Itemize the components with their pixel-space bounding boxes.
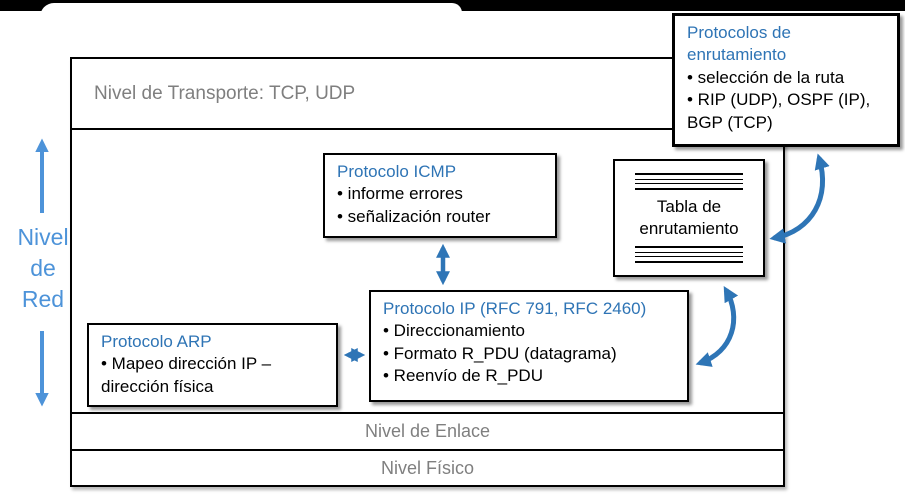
routing-protocols-title: Protocolos de bbox=[687, 23, 791, 42]
arp-bullet-continuation: dirección física bbox=[101, 376, 214, 396]
routing-protocols-title: enrutamiento bbox=[687, 45, 787, 65]
link-layer-label: Nivel de Enlace bbox=[364, 421, 491, 441]
protocol-stack-box: Nivel de Transporte: TCP, UDP Nivel de E… bbox=[70, 57, 785, 487]
ip-protocol-box: Protocolo IP (RFC 791, RFC 2460) • Direc… bbox=[369, 290, 689, 402]
table-rules-bottom-icon bbox=[635, 242, 743, 267]
icmp-bullet: • informe errores bbox=[337, 184, 463, 204]
network-level-label: Nivel de Red bbox=[0, 222, 86, 315]
icmp-box-title: Protocolo ICMP bbox=[337, 162, 457, 181]
table-rules-top-icon bbox=[635, 169, 743, 194]
routing-protocols-box: Protocolos de enrutamiento • selección d… bbox=[672, 13, 900, 147]
routing-protocols-bullet-continuation: BGP (TCP) bbox=[687, 112, 773, 132]
slide-corner-decoration bbox=[40, 3, 462, 17]
arp-box-title: Protocolo ARP bbox=[101, 332, 212, 351]
ip-box-title: Protocolo IP (RFC 791, RFC 2460) bbox=[383, 299, 647, 318]
routing-table-box: Tabla de enrutamiento bbox=[613, 159, 765, 277]
network-level-label-line: de bbox=[30, 255, 56, 282]
arp-protocol-box: Protocolo ARP • Mapeo dirección IP – dir… bbox=[87, 323, 338, 407]
physical-layer-row: Nivel Físico bbox=[72, 449, 783, 485]
icmp-bullet: • señalización router bbox=[337, 206, 491, 226]
routing-protocols-bullet: • selección de la ruta bbox=[687, 67, 845, 87]
routing-protocols-bullet: • RIP (UDP), OSPF (IP), bbox=[687, 90, 871, 110]
transport-layer-label: Nivel de Transporte: TCP, UDP bbox=[94, 82, 356, 104]
link-layer-row: Nivel de Enlace bbox=[72, 412, 783, 449]
arp-bullet: • Mapeo dirección IP – bbox=[101, 354, 272, 374]
icmp-protocol-box: Protocolo ICMP • informe errores • señal… bbox=[323, 153, 557, 238]
ip-bullet: • Reenvío de R_PDU bbox=[383, 366, 543, 386]
routing-table-label: Tabla de enrutamiento bbox=[639, 196, 739, 238]
network-level-label-line: Red bbox=[21, 286, 65, 313]
transport-layer-row: Nivel de Transporte: TCP, UDP bbox=[72, 59, 783, 130]
ip-bullet: • Formato R_PDU (datagrama) bbox=[383, 343, 617, 363]
network-level-label-line: Nivel bbox=[17, 224, 69, 250]
ip-bullet: • Direccionamiento bbox=[383, 321, 526, 341]
physical-layer-label: Nivel Físico bbox=[380, 457, 474, 478]
